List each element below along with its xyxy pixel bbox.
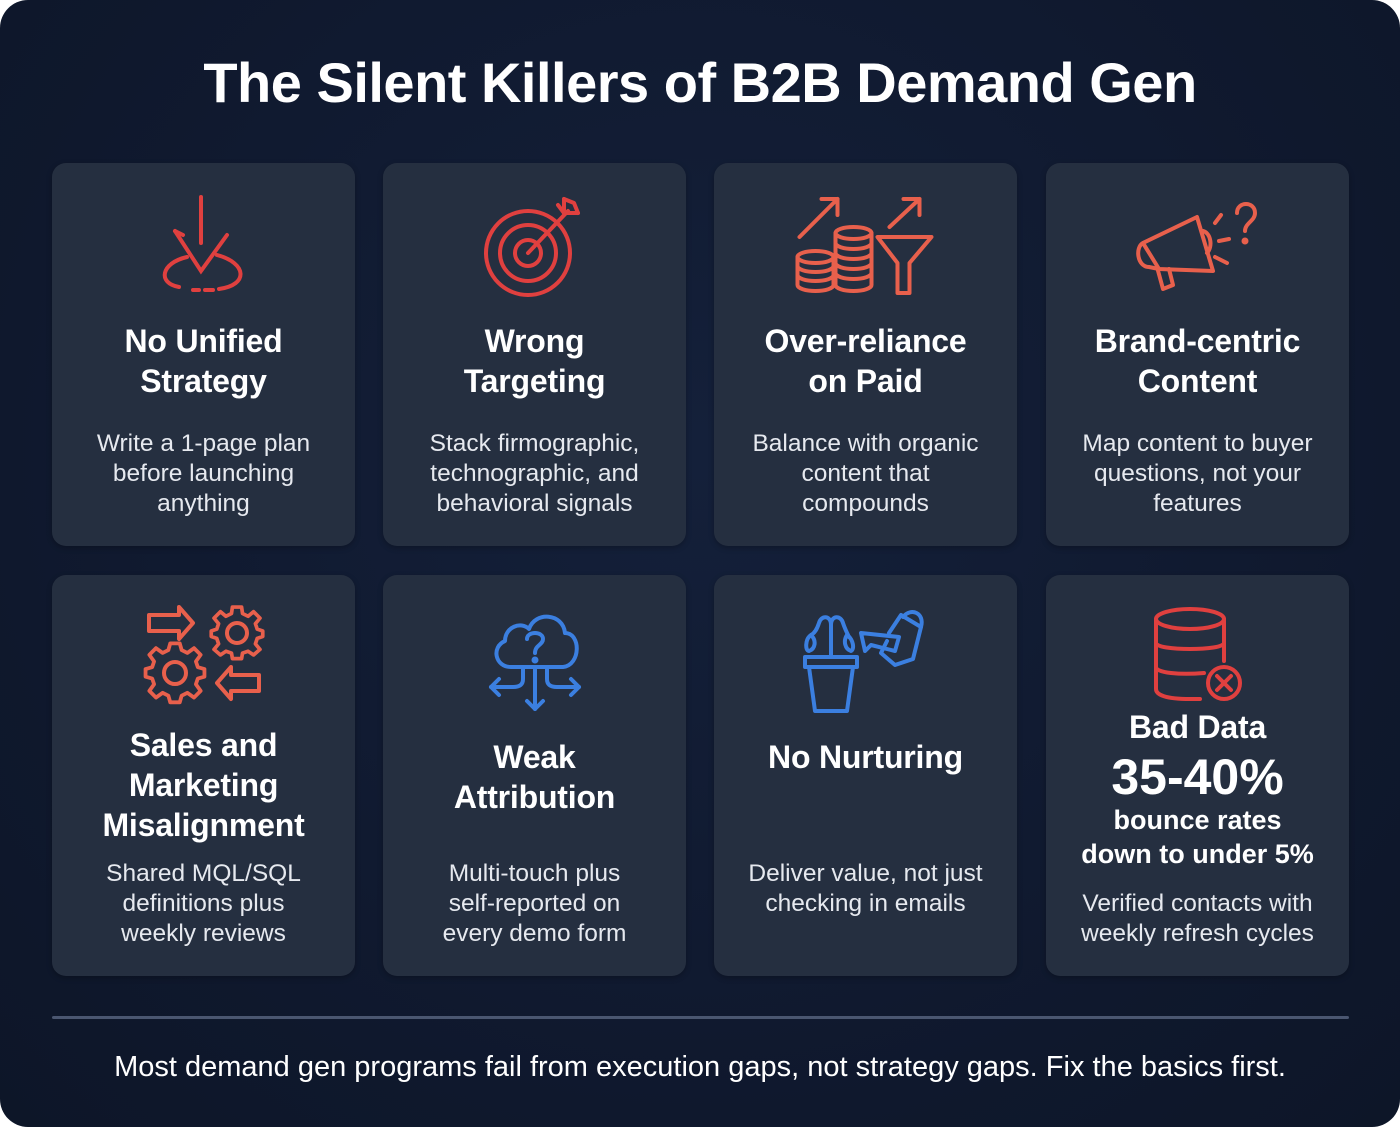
- wilted-plant-watering-can-icon: [801, 607, 931, 717]
- page-title: The Silent Killers of B2B Demand Gen: [203, 51, 1197, 114]
- bounce-rate-stat: 35-40%: [1111, 749, 1284, 805]
- gears-arrows-icon: [139, 605, 269, 710]
- card-title: Bad Data: [1128, 709, 1267, 745]
- bullseye-target-icon: [480, 191, 590, 301]
- footer-takeaway: Most demand gen programs fail from execu…: [114, 1051, 1286, 1083]
- target-drop-icon: [149, 191, 259, 301]
- database-error-icon: [1150, 605, 1246, 705]
- megaphone-question-icon: [1133, 193, 1263, 298]
- cloud-question-arrows-icon: [485, 605, 585, 715]
- coins-funnel-icon: [793, 193, 938, 298]
- card-title: No Nurturing: [768, 739, 963, 775]
- divider: [52, 1016, 1349, 1019]
